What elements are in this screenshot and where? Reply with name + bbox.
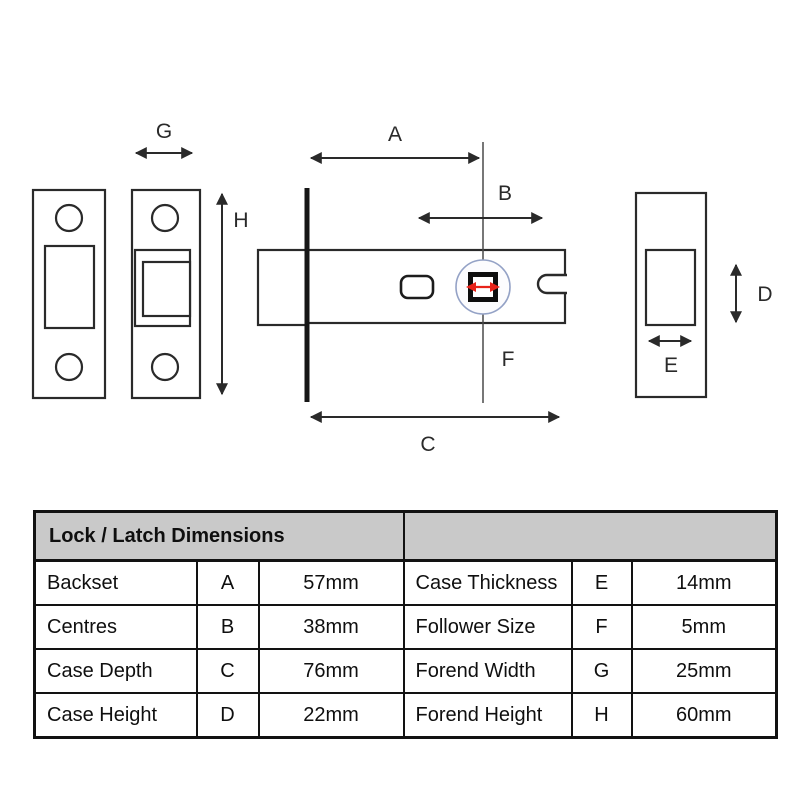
- dim-label: Follower Size: [402, 604, 573, 650]
- dim-key: F: [570, 604, 633, 650]
- table-row: Case Height D 22mm Forend Height H 60mm: [33, 692, 778, 739]
- forend-screw-hole-top: [150, 203, 180, 233]
- strike-plate-screw-hole-bottom: [54, 352, 84, 382]
- dim-value: 22mm: [257, 692, 405, 739]
- dim-key: B: [195, 604, 260, 650]
- strike-plate-front-view: [31, 188, 107, 400]
- dim-label: Case Thickness: [402, 559, 573, 606]
- table-header-row: Lock / Latch Dimensions: [33, 510, 778, 562]
- table-row: Centres B 38mm Follower Size F 5mm: [33, 604, 778, 650]
- dimension-label-E: E: [664, 354, 678, 377]
- case-rear-notch: [536, 273, 567, 295]
- dim-value: 57mm: [257, 559, 405, 606]
- latch-technical-diagram: G H A B C F: [31, 120, 773, 456]
- follower-size-arrow: [466, 282, 500, 292]
- dim-label: Case Height: [33, 692, 198, 739]
- follower-arrowhead-right: [490, 282, 500, 292]
- dimension-label-F: F: [502, 348, 515, 371]
- latch-case-side-view: [256, 142, 567, 403]
- dim-value: 14mm: [630, 559, 778, 606]
- dimension-label-D: D: [757, 283, 772, 306]
- table-title: Lock / Latch Dimensions: [33, 510, 405, 562]
- dim-label: Forend Width: [402, 648, 573, 694]
- strike-plate-cutout: [43, 244, 96, 330]
- dim-key: E: [570, 559, 633, 606]
- strike-plate-screw-hole-top: [54, 203, 84, 233]
- dimension-label-G: G: [156, 120, 172, 143]
- table-row: Backset A 57mm Case Thickness E 14mm: [33, 559, 778, 606]
- dim-key: A: [195, 559, 260, 606]
- dimension-label-B: B: [498, 182, 512, 205]
- dimensions-table: Lock / Latch Dimensions Backset A 57mm C…: [33, 510, 779, 739]
- dimension-label-A: A: [388, 123, 402, 146]
- dim-key: C: [195, 648, 260, 694]
- forend-front-view: [130, 188, 202, 400]
- table-row: Case Depth C 76mm Forend Width G 25mm: [33, 648, 778, 694]
- dim-label: Forend Height: [402, 692, 573, 739]
- dim-value: 38mm: [257, 604, 405, 650]
- dim-value: 76mm: [257, 648, 405, 694]
- dim-label: Centres: [33, 604, 198, 650]
- forend-screw-hole-bottom: [150, 352, 180, 382]
- end-view-case-profile: [644, 248, 697, 327]
- dim-value: 25mm: [630, 648, 778, 694]
- dimension-label-H: H: [233, 209, 248, 232]
- dim-value: 60mm: [630, 692, 778, 739]
- latch-bolt-side: [256, 248, 310, 327]
- dimensions-table-container: Lock / Latch Dimensions Backset A 57mm C…: [33, 510, 779, 739]
- fixing-slot: [399, 274, 435, 300]
- dim-label: Backset: [33, 559, 198, 606]
- dim-key: G: [570, 648, 633, 694]
- dim-key: H: [570, 692, 633, 739]
- dimension-label-C: C: [420, 433, 435, 456]
- latch-bolt-face: [141, 260, 192, 318]
- latch-case-body: [305, 248, 567, 325]
- dim-key: D: [195, 692, 260, 739]
- dim-label: Case Depth: [33, 648, 198, 694]
- case-end-view: [634, 191, 708, 399]
- follower-arrowhead-left: [466, 282, 476, 292]
- dim-value: 5mm: [630, 604, 778, 650]
- table-header-empty-cell: [402, 510, 778, 562]
